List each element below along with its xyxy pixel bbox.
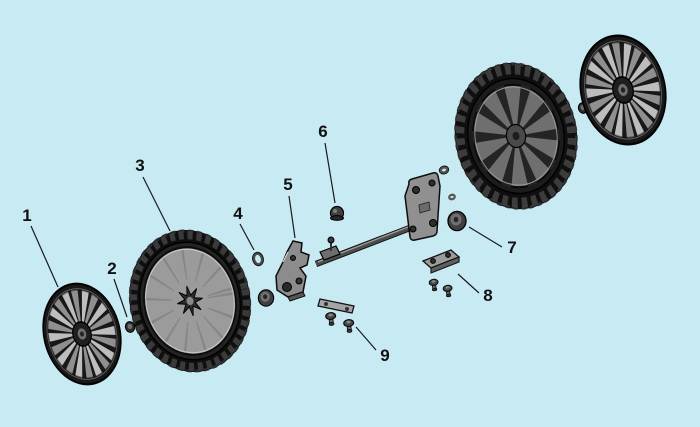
axle-mount-plate xyxy=(404,172,441,241)
bracket-front xyxy=(430,256,460,274)
link-hole xyxy=(324,302,328,306)
leader-line xyxy=(324,142,336,204)
bracket-hole xyxy=(445,252,451,258)
plate-hole xyxy=(409,225,417,233)
adjuster-bracket xyxy=(275,240,310,302)
plate-hole xyxy=(429,219,437,227)
bracket-hole xyxy=(290,255,296,261)
leader-line xyxy=(468,226,503,248)
callout-label: 3 xyxy=(135,156,144,175)
callout-label: 4 xyxy=(233,204,243,223)
plate-hole xyxy=(412,186,420,194)
leader-line xyxy=(30,225,59,288)
washer-ring xyxy=(439,166,449,174)
leader-line xyxy=(457,273,480,294)
callout-label: 1 xyxy=(22,206,31,225)
washer xyxy=(252,251,264,267)
callout-7: 7 xyxy=(468,226,517,257)
link-hole xyxy=(345,307,349,311)
cap-base xyxy=(330,215,344,221)
plate-slot xyxy=(418,201,431,214)
bracket-hole xyxy=(282,282,292,292)
leader-line xyxy=(113,278,128,318)
callout-6: 6 xyxy=(318,122,336,204)
link-and-bolts xyxy=(317,298,356,334)
callout-3: 3 xyxy=(135,156,171,232)
bracket-highlight xyxy=(282,251,289,263)
callout-4: 4 xyxy=(233,204,255,251)
callout-9: 9 xyxy=(355,326,390,365)
washer-outline xyxy=(438,165,450,175)
callout-label: 6 xyxy=(318,122,327,141)
callout-2: 2 xyxy=(107,259,128,318)
leader-line xyxy=(355,326,377,351)
bushing-shape xyxy=(257,289,275,307)
callout-label: 2 xyxy=(107,259,116,278)
bushing-shape xyxy=(447,210,467,232)
left-axle-knob xyxy=(257,289,275,307)
callout-1: 1 xyxy=(22,206,59,288)
leader-line xyxy=(142,176,171,232)
callout-label: 5 xyxy=(283,175,292,194)
callout-8: 8 xyxy=(457,273,493,305)
callout-label: 9 xyxy=(380,346,389,365)
plate-hole xyxy=(428,179,436,187)
clip-bolt xyxy=(327,236,335,244)
leader-line xyxy=(239,223,255,251)
washer-outline xyxy=(252,251,264,267)
axle-pivot-clip xyxy=(319,236,341,261)
cap-highlight xyxy=(333,209,337,213)
washer-ring xyxy=(252,252,264,266)
bracket-edge xyxy=(287,291,306,302)
bushing xyxy=(447,210,467,232)
leader-line xyxy=(288,195,296,239)
bracket-hole xyxy=(295,277,303,285)
callout-5: 5 xyxy=(283,175,296,239)
bracket-hole xyxy=(430,258,436,264)
callout-label: 7 xyxy=(507,238,516,257)
callout-label: 8 xyxy=(483,286,492,305)
cap-nut xyxy=(329,205,345,221)
plate-washer-top xyxy=(438,165,450,175)
mount-bracket xyxy=(421,249,461,298)
